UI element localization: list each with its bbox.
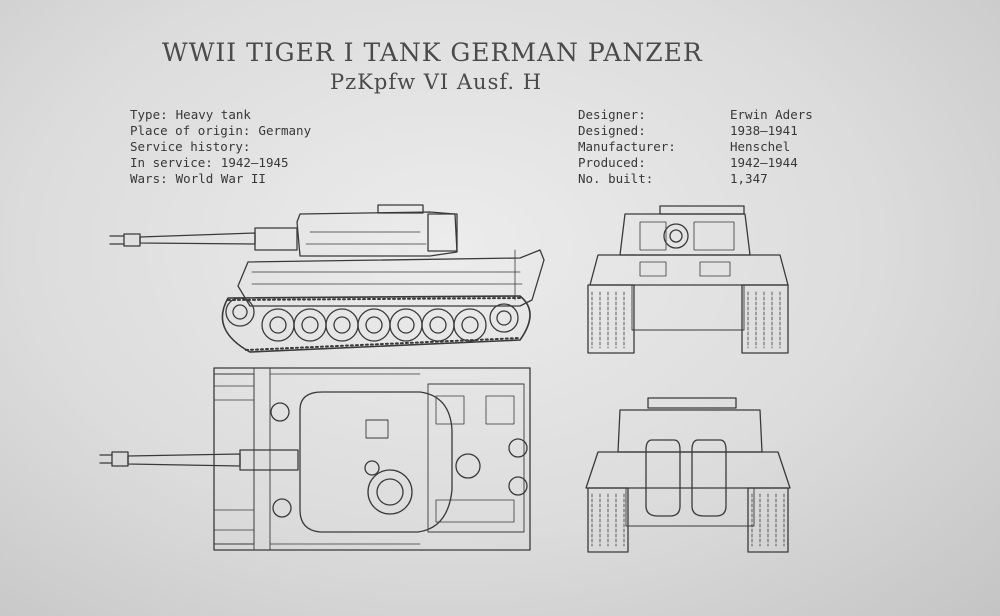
spec-value: Henschel (730, 139, 791, 154)
front-track-left (588, 285, 634, 353)
spec-label: Place of origin: (130, 123, 251, 138)
rear-view-drawing (586, 398, 790, 552)
commander-cupola (368, 470, 412, 514)
front-view-drawing (588, 206, 788, 353)
title-line-1: WWII TIGER I TANK GERMAN PANZER (162, 38, 703, 67)
spec-label: Designed: (578, 123, 646, 138)
spec-label: Produced: (578, 155, 646, 170)
spec-label: Wars: (130, 171, 168, 186)
spec-label: In service: (130, 155, 213, 170)
spec-value: Erwin Aders (730, 107, 813, 122)
rear-exhaust-left (646, 440, 680, 516)
spec-row-wars: Wars: World War II (130, 171, 311, 187)
rear-turret (618, 410, 762, 452)
rear-track-right (748, 488, 788, 552)
spec-row-designer: Designer: Erwin Aders (578, 107, 813, 123)
spec-label: Designer: (578, 107, 646, 122)
front-hull (590, 255, 788, 285)
spec-value: World War II (175, 171, 266, 186)
top-gun-barrel (128, 454, 240, 466)
spec-row-designed: Designed: 1938–1941 (578, 123, 813, 139)
spec-label: No. built: (578, 171, 654, 186)
spec-row-service-history: Service history: (130, 139, 311, 155)
spec-row-manufacturer: Manufacturer: Henschel (578, 139, 813, 155)
side-track (222, 296, 530, 352)
spec-value: 1942–1944 (730, 155, 798, 170)
spec-value: Heavy tank (175, 107, 251, 122)
front-turret (620, 214, 750, 255)
spec-label: Manufacturer: (578, 139, 676, 154)
spec-row-in-service: In service: 1942–1945 (130, 155, 311, 171)
title-line-2: PzKpfw VI Ausf. H (330, 70, 543, 94)
spec-value: 1938–1941 (730, 123, 798, 138)
top-hull (214, 368, 530, 550)
spec-label: Service history: (130, 139, 251, 154)
muzzle-brake (124, 234, 140, 246)
spec-value: Germany (258, 123, 312, 138)
road-wheels (226, 298, 518, 341)
spec-row-origin: Place of origin: Germany (130, 123, 311, 139)
top-muzzle-brake (112, 452, 128, 466)
rear-exhaust-right (692, 440, 726, 516)
gun-barrel (140, 233, 255, 244)
top-turret (300, 392, 452, 532)
rear-hull (586, 452, 790, 488)
side-view-drawing (110, 205, 544, 352)
side-turret (297, 212, 457, 256)
specs-right: Designer:Erwin Aders Designed:1938–1941 … (578, 107, 813, 187)
side-hull (238, 250, 544, 306)
spec-row-produced: Produced: 1942–1944 (578, 155, 813, 171)
top-view-drawing (100, 368, 530, 550)
spec-value: 1,347 (730, 171, 768, 186)
front-track-right (742, 285, 788, 353)
specs-left: Type:Heavy tank Place of origin:Germany … (130, 107, 311, 187)
spec-value: 1942–1945 (220, 155, 289, 170)
spec-row-no-built: No. built: 1,347 (578, 171, 813, 187)
spec-row-type: Type: Heavy tank (130, 107, 311, 123)
rear-track-left (588, 488, 628, 552)
spec-label: Type: (130, 107, 168, 122)
